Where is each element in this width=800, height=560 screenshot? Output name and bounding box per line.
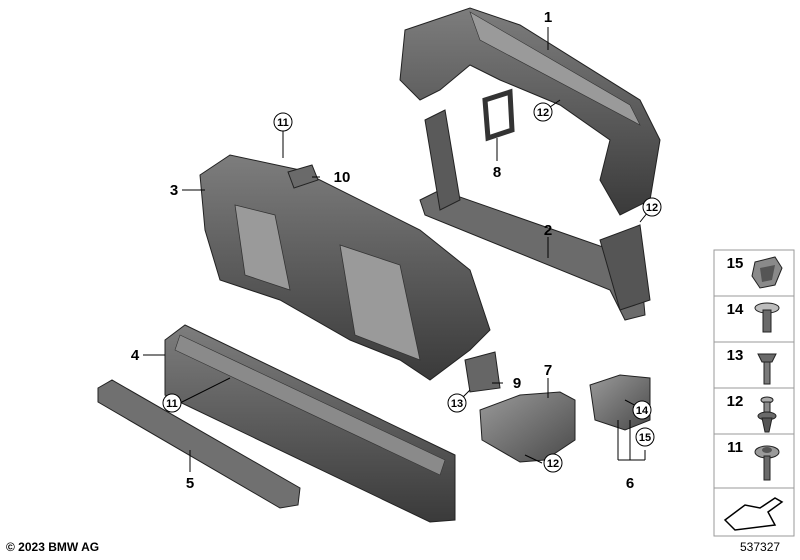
callout-1: 1: [544, 9, 552, 26]
callout-12-bottom: 12: [543, 453, 563, 473]
callout-11-top: 11: [273, 112, 293, 132]
svg-text:11: 11: [277, 117, 289, 129]
bracket-9: [464, 351, 501, 393]
document-id: 537327: [740, 540, 781, 554]
front-end-carrier-upper: [399, 7, 661, 216]
callout-5: 5: [186, 475, 194, 492]
svg-text:11: 11: [166, 398, 178, 410]
legend-label-13: 13: [727, 347, 744, 364]
svg-text:12: 12: [547, 458, 559, 470]
svg-text:12: 12: [537, 107, 549, 119]
air-duct-7: [479, 391, 576, 463]
svg-text:13: 13: [451, 398, 463, 410]
copyright-text: © 2023 BMW AG: [6, 540, 100, 554]
legend-label-14: 14: [727, 301, 744, 318]
small-bracket-10: [287, 164, 319, 189]
leader-lines: [143, 27, 653, 472]
callout-3: 3: [170, 182, 178, 199]
lower-air-duct-4: [164, 324, 456, 523]
legend-label-12: 12: [727, 393, 744, 410]
callout-14: 14: [632, 400, 652, 420]
callout-8: 8: [493, 164, 501, 181]
legend-label-11: 11: [727, 439, 743, 456]
legend-label-15: 15: [727, 255, 744, 272]
svg-text:12: 12: [646, 202, 658, 214]
expanding-rivet-icon: [757, 396, 777, 433]
front-end-carrier-lower: [419, 109, 651, 321]
callout-4: 4: [131, 347, 140, 364]
fastener-legend: 15 14 13 12 11: [713, 249, 795, 537]
callout-7: 7: [544, 362, 552, 379]
clip-nut-icon: [751, 256, 783, 289]
callout-12-top: 12: [533, 102, 553, 122]
callout-15: 15: [635, 427, 655, 447]
svg-text:14: 14: [636, 405, 649, 417]
callout-6: 6: [626, 475, 634, 492]
trim-strip-5: [97, 379, 301, 509]
callout-9: 9: [513, 375, 521, 392]
screw-icon: [757, 353, 777, 385]
screw-washer-icon: [754, 302, 780, 333]
svg-text:15: 15: [639, 432, 651, 444]
grille-carrier: [199, 154, 491, 381]
callout-12-right: 12: [642, 197, 662, 217]
bracket-part-8: [482, 88, 515, 142]
callout-2: 2: [544, 222, 552, 239]
callout-13: 13: [447, 393, 467, 413]
flange-screw-icon: [754, 445, 780, 481]
callout-11-bottom: 11: [162, 393, 182, 413]
arrow-direction-icon: [723, 497, 784, 531]
callout-10: 10: [334, 169, 351, 186]
